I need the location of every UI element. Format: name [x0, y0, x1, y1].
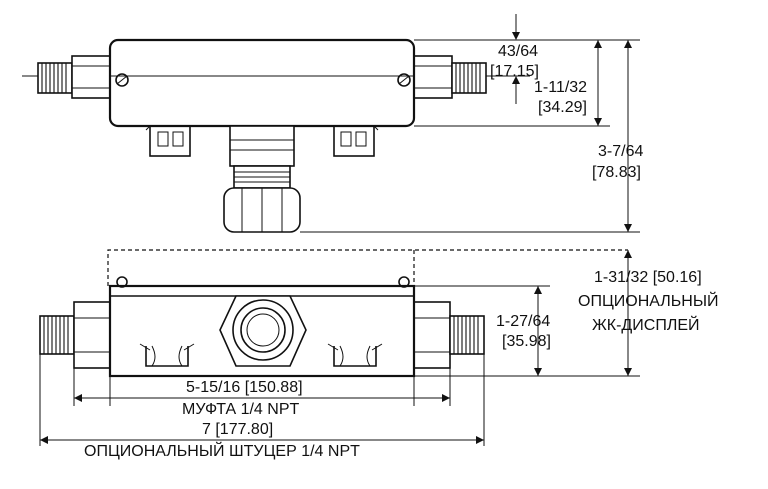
dim-lcd-note-2: ЖК-ДИСПЛЕЙ [592, 315, 699, 334]
dim-body-length-value: 5-15/16 [150.88] [186, 379, 303, 396]
front-right-thread [449, 315, 485, 355]
dim-top-body-metric: [34.29] [538, 99, 587, 116]
front-left-thread [39, 315, 75, 355]
front-bracket-left [139, 343, 195, 367]
top-mount-tab-right [333, 125, 379, 157]
dim-top-hole-fraction: 43/64 [498, 43, 538, 60]
dim-total-height-fraction: 3-7/64 [598, 143, 643, 160]
dim-overall-length-note: ОПЦИОНАЛЬНЫЙ ШТУЦЕР 1/4 NPT [84, 441, 360, 460]
dim-top-hole-metric: [17.15] [490, 63, 539, 80]
dim-top-body-fraction: 1-11/32 [534, 79, 587, 96]
front-screw-right [398, 276, 410, 288]
top-view [22, 38, 488, 233]
top-right-hex [413, 55, 453, 99]
top-mount-tab-left [145, 125, 191, 157]
dim-lcd-note-1: ОПЦИОНАЛЬНЫЙ [578, 291, 719, 310]
lcd-outline [107, 249, 628, 286]
dim-overall-length-value: 7 [177.80] [202, 421, 273, 438]
top-screw-left [115, 73, 129, 87]
top-screw-right [397, 73, 411, 87]
dim-body-length-note: МУФТА 1/4 NPT [182, 401, 300, 418]
top-left-hex [71, 55, 111, 99]
dim-lcd-value: 1-31/32 [50.16] [594, 269, 702, 286]
top-view-dimensions [300, 14, 640, 233]
dim-total-height-metric: [78.83] [592, 164, 641, 181]
top-left-thread [37, 62, 73, 94]
front-body [108, 284, 416, 378]
dim-front-body-metric: [35.98] [502, 333, 551, 350]
top-body [108, 38, 416, 128]
front-screw-left [116, 276, 128, 288]
front-right-hex [413, 301, 451, 369]
front-bracket-right [327, 343, 383, 367]
front-view-dimensions [39, 250, 640, 446]
front-left-hex [73, 301, 111, 369]
front-center-port [219, 295, 307, 367]
dim-front-body-fraction: 1-27/64 [496, 313, 550, 330]
front-view [39, 249, 628, 378]
top-right-thread [451, 62, 487, 94]
top-cable-gland [223, 125, 301, 233]
